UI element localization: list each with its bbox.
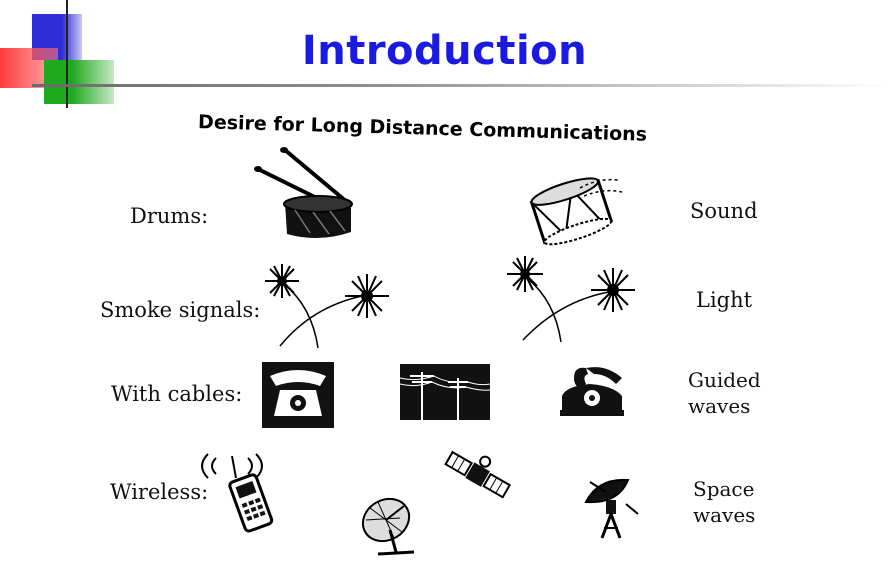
label-smoke-signals: Smoke signals: (100, 298, 261, 322)
telephone-icon (262, 362, 334, 428)
title-underline (32, 84, 889, 87)
telephone-icon (560, 367, 624, 416)
figure-subtitle: Desire for Long Distance Communications (197, 111, 648, 146)
mobile-phone-icon (201, 453, 274, 533)
label-waves-space: waves (693, 503, 756, 527)
label-with-cables: With cables: (111, 382, 243, 406)
firework-icon (507, 256, 635, 343)
label-drums: Drums: (130, 204, 209, 228)
label-waves-guided: waves (688, 394, 751, 418)
label-light: Light (696, 288, 753, 312)
label-sound: Sound (690, 199, 758, 223)
label-wireless: Wireless: (110, 480, 209, 504)
label-space: Space (693, 477, 755, 501)
corner-green-square (44, 60, 114, 104)
label-guided: Guided (688, 368, 761, 392)
corner-vertical-line (66, 0, 68, 108)
firework-icon (265, 264, 389, 349)
drum-icon (529, 177, 623, 246)
satellite-dish-icon (361, 497, 415, 556)
satellite-icon (444, 450, 512, 499)
satellite-dish-icon (584, 478, 639, 539)
drum-icon (254, 147, 353, 239)
telegraph-poles-icon (399, 364, 491, 420)
slide-title: Introduction (301, 28, 588, 74)
